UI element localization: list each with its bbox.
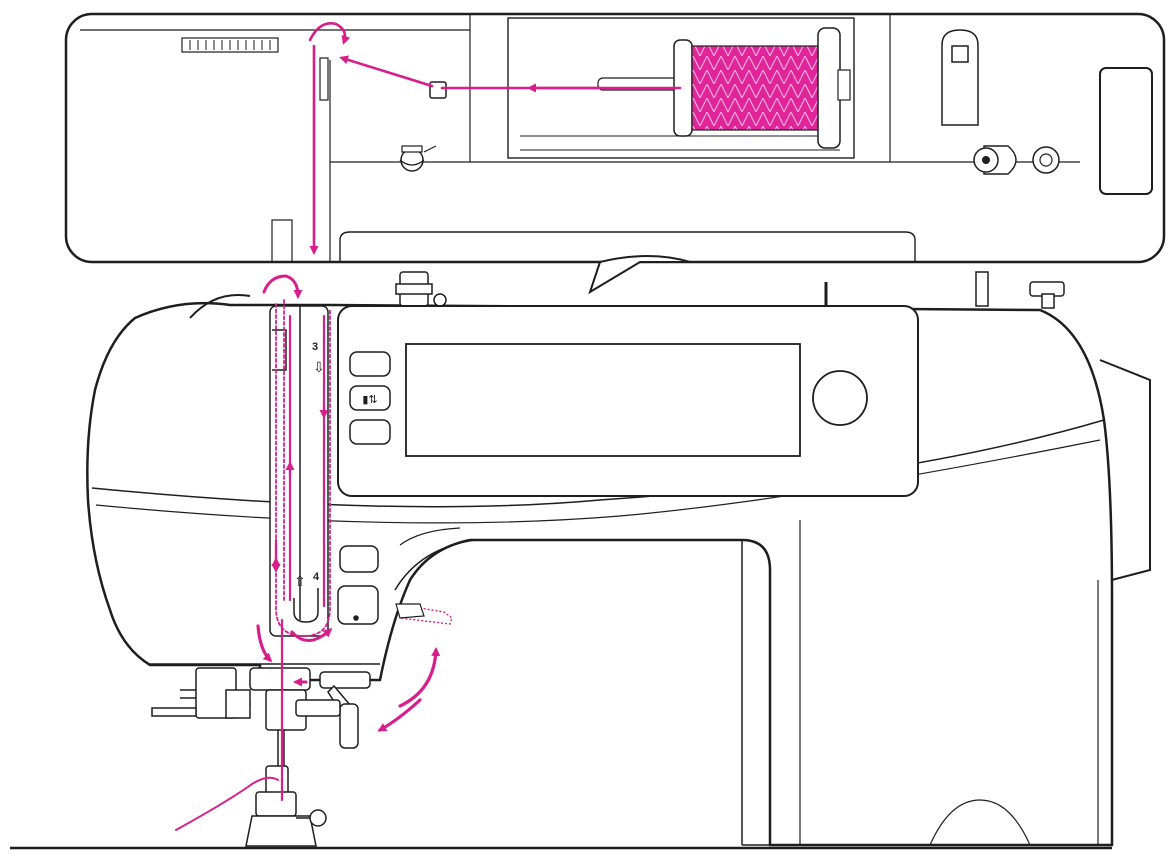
handwheel-edge	[1099, 359, 1151, 583]
vent-grille	[181, 37, 279, 53]
thread-dotted-channel	[275, 303, 331, 637]
presser-lever-arrow-down	[377, 698, 422, 732]
step-4-arrow-icon: ⇧	[294, 574, 306, 590]
bobbin-spindle	[975, 271, 989, 307]
step-label-4: 4	[313, 571, 320, 583]
needle-mechanism	[150, 663, 380, 847]
needle-clamp	[249, 667, 311, 691]
stitch-dial	[812, 370, 868, 426]
needle-threader	[319, 671, 371, 689]
thread-path-front	[175, 274, 441, 831]
lcd-screen	[405, 343, 801, 457]
thread-path	[308, 22, 682, 255]
spool-end	[817, 27, 841, 149]
thread-spool	[597, 27, 851, 149]
pretension-disk	[399, 145, 437, 172]
panel-button-middle	[349, 385, 391, 411]
view-pointer	[588, 255, 691, 295]
thread-guide-to-lever	[339, 55, 434, 88]
step-3-arrow-icon: ⇩	[313, 360, 325, 376]
thread-tail	[175, 776, 279, 831]
panel-button-top	[349, 351, 391, 377]
thread-loop-top	[308, 22, 351, 45]
panel-button-bottom	[349, 419, 391, 445]
needle-area-buttons	[337, 545, 379, 625]
bobbin-discs	[973, 145, 1060, 175]
top-controls	[395, 271, 1065, 309]
step-labels: 3 ⇩ 4 ⇧	[294, 341, 325, 590]
presser-foot-screw	[309, 809, 327, 827]
left-foot-slot	[271, 219, 293, 263]
reverse-button	[339, 545, 379, 573]
spool-thread-body	[691, 45, 821, 131]
control-panel: ▮⇅	[337, 305, 919, 497]
top-right-tab	[1099, 67, 1153, 195]
presser-foot	[245, 815, 317, 847]
top-view-panel	[64, 12, 1166, 264]
start-stop-button	[337, 585, 379, 625]
take-up-lever-top	[319, 57, 329, 101]
thread-front-top-arrow	[262, 274, 303, 299]
needle-icon: ▮⇅	[362, 393, 377, 406]
clamp-screw	[339, 703, 359, 749]
step-label-3: 3	[312, 341, 318, 353]
thread-front-bottom-arrow	[290, 627, 333, 642]
presser-lever-outline	[395, 603, 453, 625]
presser-lever-arrow-up	[398, 647, 441, 708]
thread-guide-hook	[429, 81, 447, 99]
bobbin-winder	[941, 29, 979, 126]
